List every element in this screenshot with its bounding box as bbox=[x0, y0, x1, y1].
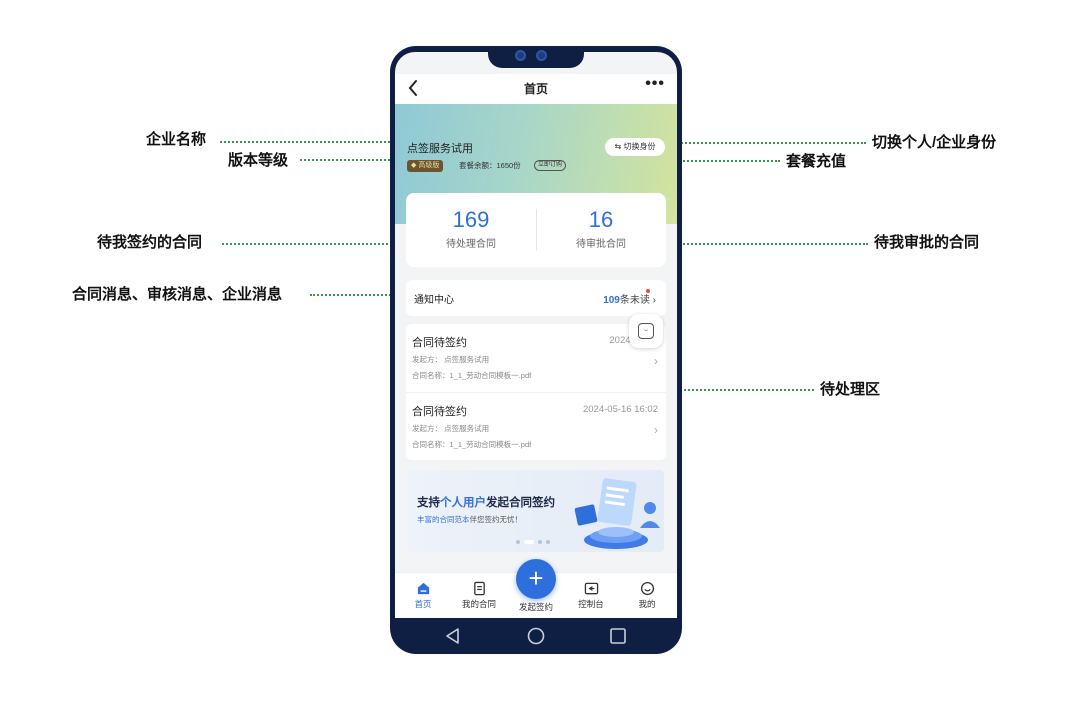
version-badge: ◆ 高级版 bbox=[407, 160, 444, 172]
banner-sub-highlight: 丰富的合同范本 bbox=[417, 515, 470, 524]
package-balance: 套餐余额：1650份 bbox=[459, 161, 521, 170]
floating-service-button[interactable]: ⌣ bbox=[629, 314, 663, 348]
app-screen: 首页 ••• 点签服务试用 ⇆ 切换身份 ◆ 高级版 套餐余额：1650份 立即… bbox=[395, 52, 677, 618]
pagination-dot[interactable] bbox=[524, 540, 534, 544]
task-title: 合同待签约 bbox=[412, 406, 467, 418]
stat-value: 169 bbox=[452, 207, 490, 232]
list-item[interactable]: 合同待签约 2024-05-16 发起方： 点签服务试用 合同名称：1_1_劳动… bbox=[406, 324, 666, 392]
chevron-right-icon: › bbox=[652, 295, 656, 306]
service-icon: ⌣ bbox=[638, 323, 654, 339]
divider bbox=[536, 209, 537, 251]
chevron-left-icon[interactable] bbox=[407, 78, 419, 102]
document-icon bbox=[473, 581, 485, 596]
promo-banner[interactable]: 支持个人用户发起合同签约 丰富的合同范本伴您签约无忧！ bbox=[408, 470, 664, 552]
stat-label: 待处理合同 bbox=[446, 239, 496, 250]
plus-icon: + bbox=[528, 563, 544, 593]
tab-mine[interactable]: 我的 bbox=[619, 581, 675, 610]
annotation-package-recharge: 套餐充值 bbox=[786, 153, 847, 170]
stats-card: 169 待处理合同 16 待审批合同 bbox=[406, 193, 666, 267]
banner-sub-post: 伴您签约无忧！ bbox=[469, 515, 523, 524]
tab-label: 我的 bbox=[638, 599, 656, 609]
annotation-line bbox=[660, 389, 814, 391]
home-circle-icon[interactable] bbox=[526, 626, 546, 646]
unread-suffix: 条未读 bbox=[619, 295, 650, 306]
list-item[interactable]: 合同待签约 2024-05-16 16:02 发起方： 点签服务试用 合同名称：… bbox=[406, 392, 666, 460]
tab-my-contracts[interactable]: 我的合同 bbox=[451, 581, 507, 610]
annotation-line bbox=[310, 294, 410, 296]
contract-illustration-icon bbox=[574, 478, 660, 549]
banner-title-highlight: 个人用户 bbox=[440, 497, 486, 509]
more-dots-icon[interactable]: ••• bbox=[645, 75, 665, 92]
banner-subtitle: 丰富的合同范本伴您签约无忧！ bbox=[417, 514, 522, 525]
console-icon bbox=[584, 582, 598, 595]
chevron-right-icon: › bbox=[654, 423, 658, 437]
annotation-pending-approve: 待我审批的合同 bbox=[874, 234, 980, 251]
pagination-dot[interactable] bbox=[546, 540, 550, 544]
camera-icon bbox=[515, 50, 526, 61]
banner-pagination bbox=[516, 540, 554, 544]
chevron-right-icon: › bbox=[654, 354, 658, 368]
task-date: 2024-05-16 16:02 bbox=[582, 404, 658, 415]
system-nav-bar bbox=[390, 618, 682, 654]
version-badge-label: 高级版 bbox=[418, 162, 440, 169]
unread-dot bbox=[646, 289, 650, 293]
banner-title: 支持个人用户发起合同签约 bbox=[417, 494, 555, 510]
banner-title-pre: 支持 bbox=[417, 497, 440, 509]
notification-center[interactable]: 通知中心 109条未读 › bbox=[406, 280, 666, 316]
unread-number: 109 bbox=[603, 295, 620, 306]
annotation-switch-identity: 切换个人/企业身份 bbox=[872, 134, 997, 151]
tab-label: 发起签约 bbox=[518, 602, 553, 612]
notice-title: 通知中心 bbox=[414, 295, 454, 306]
page-title: 首页 bbox=[523, 82, 548, 96]
stat-label: 待审批合同 bbox=[576, 239, 626, 250]
recharge-button[interactable]: 立即订购 bbox=[534, 160, 567, 171]
tab-home[interactable]: 首页 bbox=[395, 581, 451, 610]
annotation-version-level: 版本等级 bbox=[228, 152, 289, 169]
unread-count: 109条未读 › bbox=[603, 291, 656, 306]
tab-label: 我的合同 bbox=[461, 599, 496, 609]
recent-square-icon[interactable] bbox=[608, 626, 628, 646]
stat-approval-contracts[interactable]: 16 待审批合同 bbox=[536, 207, 666, 250]
camera-icon bbox=[536, 50, 547, 61]
task-contract-name: 合同名称：1_1_劳动合同模板一.pdf bbox=[412, 371, 532, 380]
company-name: 点签服务试用 bbox=[407, 143, 473, 155]
annotation-pending-area: 待处理区 bbox=[820, 381, 881, 398]
pending-list: 合同待签约 2024-05-16 发起方： 点签服务试用 合同名称：1_1_劳动… bbox=[406, 324, 666, 460]
annotation-line bbox=[300, 159, 402, 161]
camera-notch bbox=[488, 46, 584, 68]
tab-label: 控制台 bbox=[578, 599, 604, 609]
annotation-company-name: 企业名称 bbox=[146, 131, 207, 148]
tab-label: 首页 bbox=[414, 599, 432, 609]
phone-frame: 首页 ••• 点签服务试用 ⇆ 切换身份 ◆ 高级版 套餐余额：1650份 立即… bbox=[390, 46, 682, 654]
pagination-dot[interactable] bbox=[516, 540, 520, 544]
annotation-messages: 合同消息、审核消息、企业消息 bbox=[72, 286, 283, 303]
pagination-dot[interactable] bbox=[538, 540, 542, 544]
annotation-line bbox=[666, 142, 866, 144]
home-icon bbox=[417, 582, 429, 595]
task-title: 合同待签约 bbox=[412, 337, 467, 349]
switch-identity-button[interactable]: ⇆ 切换身份 bbox=[605, 138, 665, 156]
task-initiator: 发起方： 点签服务试用 bbox=[412, 355, 490, 364]
smile-icon bbox=[640, 581, 654, 596]
nav-bar: 首页 ••• bbox=[395, 74, 677, 104]
annotation-line bbox=[220, 141, 402, 143]
task-contract-name: 合同名称：1_1_劳动合同模板一.pdf bbox=[412, 440, 532, 449]
task-initiator: 发起方： 点签服务试用 bbox=[412, 424, 490, 433]
tab-console[interactable]: 控制台 bbox=[563, 581, 619, 610]
annotation-pending-sign: 待我签约的合同 bbox=[97, 234, 203, 251]
initiate-sign-button[interactable]: + bbox=[516, 559, 556, 599]
banner-title-post: 发起合同签约 bbox=[486, 497, 555, 509]
tab-bar: 首页 我的合同 + 发起签约 控制台 我的 bbox=[395, 559, 677, 618]
annotation-line bbox=[628, 243, 868, 245]
back-triangle-icon[interactable] bbox=[443, 626, 463, 646]
stat-value: 16 bbox=[588, 207, 614, 232]
diamond-icon: ◆ bbox=[411, 162, 417, 169]
annotation-line bbox=[222, 243, 440, 245]
stat-pending-contracts[interactable]: 169 待处理合同 bbox=[406, 207, 536, 250]
